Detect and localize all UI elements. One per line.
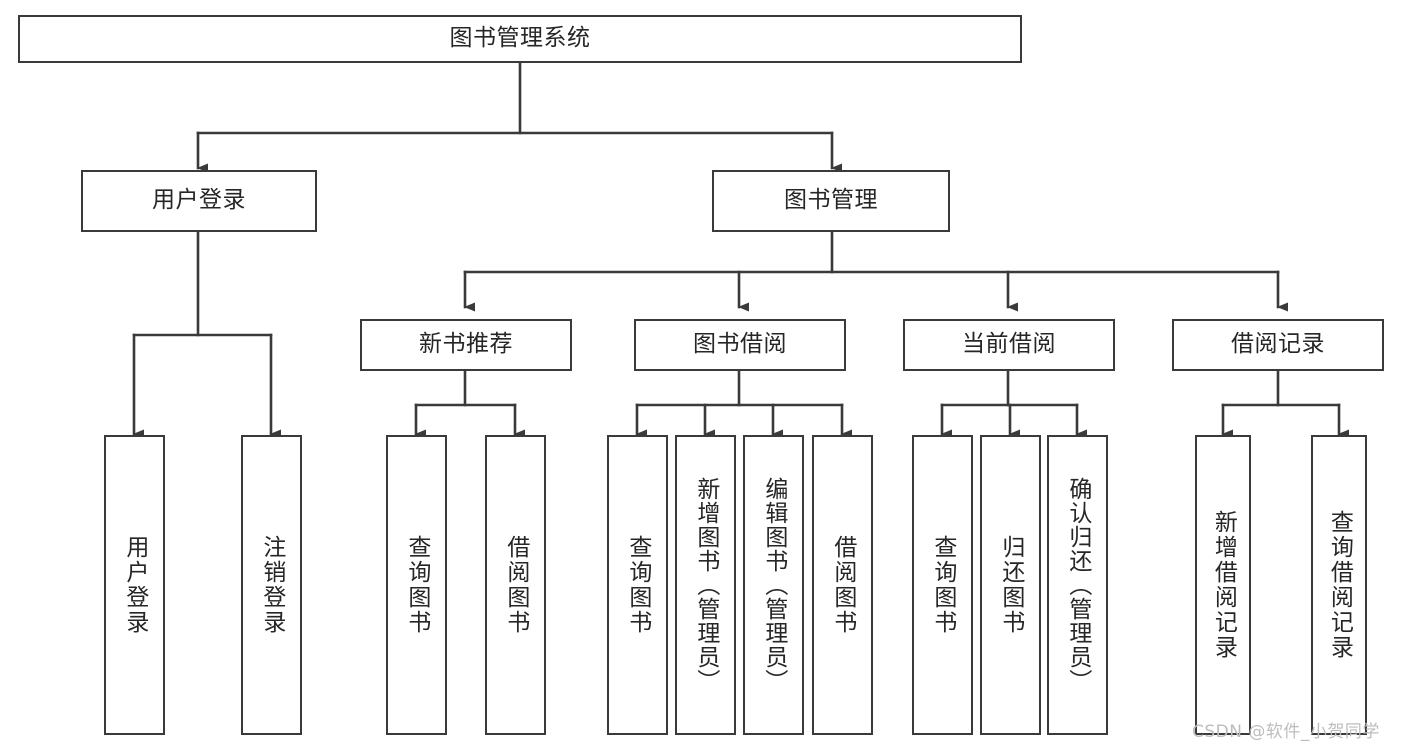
node-book-borrow-label: 图书借阅 xyxy=(693,331,787,358)
node-borrow-record[interactable]: 借阅记录 xyxy=(1172,319,1384,371)
node-leaf-add-book-label: 新增图书（管理员） xyxy=(692,477,719,693)
node-current-borrow-label: 当前借阅 xyxy=(962,331,1056,358)
node-root-label: 图书管理系统 xyxy=(449,25,591,52)
node-leaf-user-login[interactable]: 用户登录 xyxy=(104,435,165,735)
node-leaf-query-record[interactable]: 查询借阅记录 xyxy=(1311,435,1367,735)
tree-edges xyxy=(132,61,1349,439)
node-leaf-logout-label: 注销登录 xyxy=(258,535,285,635)
node-leaf-query-book-2[interactable]: 查询图书 xyxy=(607,435,668,735)
node-leaf-query-book-1-label: 查询图书 xyxy=(403,535,430,635)
node-book-borrow[interactable]: 图书借阅 xyxy=(634,319,846,371)
node-leaf-confirm-return-label: 确认归还（管理员） xyxy=(1064,477,1091,693)
node-book-manage-label: 图书管理 xyxy=(784,187,878,214)
node-leaf-borrow-book-2-label: 借阅图书 xyxy=(829,535,856,635)
node-leaf-add-record-label: 新增借阅记录 xyxy=(1210,510,1237,660)
node-leaf-query-book-3-label: 查询图书 xyxy=(929,535,956,635)
csdn-watermark: CSDN @软件_小贺同学 xyxy=(1192,722,1380,742)
node-leaf-query-book-2-label: 查询图书 xyxy=(624,535,651,635)
node-user-login[interactable]: 用户登录 xyxy=(81,170,317,232)
node-leaf-return-book[interactable]: 归还图书 xyxy=(980,435,1041,735)
node-current-borrow[interactable]: 当前借阅 xyxy=(903,319,1115,371)
node-new-book-rec[interactable]: 新书推荐 xyxy=(360,319,572,371)
node-leaf-edit-book-label: 编辑图书（管理员） xyxy=(760,477,787,693)
node-user-login-label: 用户登录 xyxy=(152,187,246,214)
node-leaf-add-record[interactable]: 新增借阅记录 xyxy=(1195,435,1251,735)
node-leaf-borrow-book-1-label: 借阅图书 xyxy=(502,535,529,635)
node-leaf-add-book[interactable]: 新增图书（管理员） xyxy=(675,435,736,735)
node-book-manage[interactable]: 图书管理 xyxy=(712,170,950,232)
node-leaf-return-book-label: 归还图书 xyxy=(997,535,1024,635)
node-leaf-confirm-return[interactable]: 确认归还（管理员） xyxy=(1047,435,1108,735)
node-leaf-query-record-label: 查询借阅记录 xyxy=(1326,510,1353,660)
node-leaf-logout[interactable]: 注销登录 xyxy=(241,435,302,735)
node-borrow-record-label: 借阅记录 xyxy=(1231,331,1325,358)
node-leaf-borrow-book-2[interactable]: 借阅图书 xyxy=(812,435,873,735)
node-leaf-user-login-label: 用户登录 xyxy=(121,535,148,635)
node-leaf-query-book-3[interactable]: 查询图书 xyxy=(912,435,973,735)
node-leaf-query-book-1[interactable]: 查询图书 xyxy=(386,435,447,735)
node-leaf-borrow-book-1[interactable]: 借阅图书 xyxy=(485,435,546,735)
node-new-book-rec-label: 新书推荐 xyxy=(419,331,513,358)
node-root[interactable]: 图书管理系统 xyxy=(18,15,1022,63)
node-leaf-edit-book[interactable]: 编辑图书（管理员） xyxy=(743,435,804,735)
